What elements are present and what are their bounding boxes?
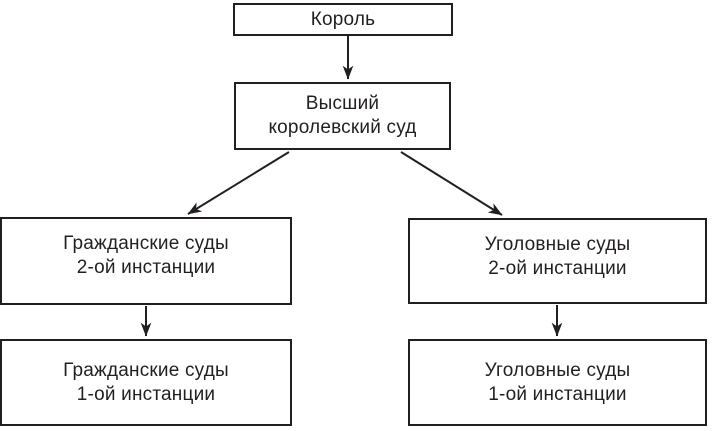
node-king: Король: [233, 3, 453, 36]
node-criminal-courts-2nd-instance-label-line1: Уголовные суды: [484, 234, 631, 255]
node-civil-courts-1st-instance-label-line2: 1-ой инстанции: [76, 383, 216, 405]
node-criminal-courts-1st-instance-label-line2: 1-ой инстанции: [488, 383, 627, 405]
node-civil-courts-1st-instance: Гражданские суды 1-ой инстанции: [0, 339, 292, 426]
arrow-supreme-court-to-criminal-courts-2: [400, 151, 503, 216]
node-king-label: Король: [310, 8, 376, 30]
node-civil-courts-1st-instance-label-line1: Гражданские суды: [63, 359, 229, 381]
node-criminal-courts-1st-instance-label-line1: Уголовные суды: [484, 359, 631, 381]
node-supreme-royal-court-label-line1: Высший: [305, 93, 380, 114]
node-criminal-courts-2nd-instance-label-line2: 2-ой инстанции: [488, 258, 627, 279]
node-supreme-royal-court: Высший королевский суд: [234, 82, 451, 150]
node-civil-courts-2nd-instance-label-line1: Гражданские суды: [63, 233, 229, 254]
node-supreme-royal-court-label-line2: королевский суд: [268, 117, 417, 138]
arrow-supreme-court-to-civil-courts-2: [187, 151, 290, 215]
node-criminal-courts-1st-instance: Уголовные суды 1-ой инстанции: [408, 339, 707, 426]
node-civil-courts-2nd-instance-label-line2: 2-ой инстанции: [76, 257, 216, 278]
node-civil-courts-2nd-instance: Гражданские суды 2-ой инстанции: [0, 217, 292, 305]
node-criminal-courts-2nd-instance: Уголовные суды 2-ой инстанции: [408, 218, 707, 304]
